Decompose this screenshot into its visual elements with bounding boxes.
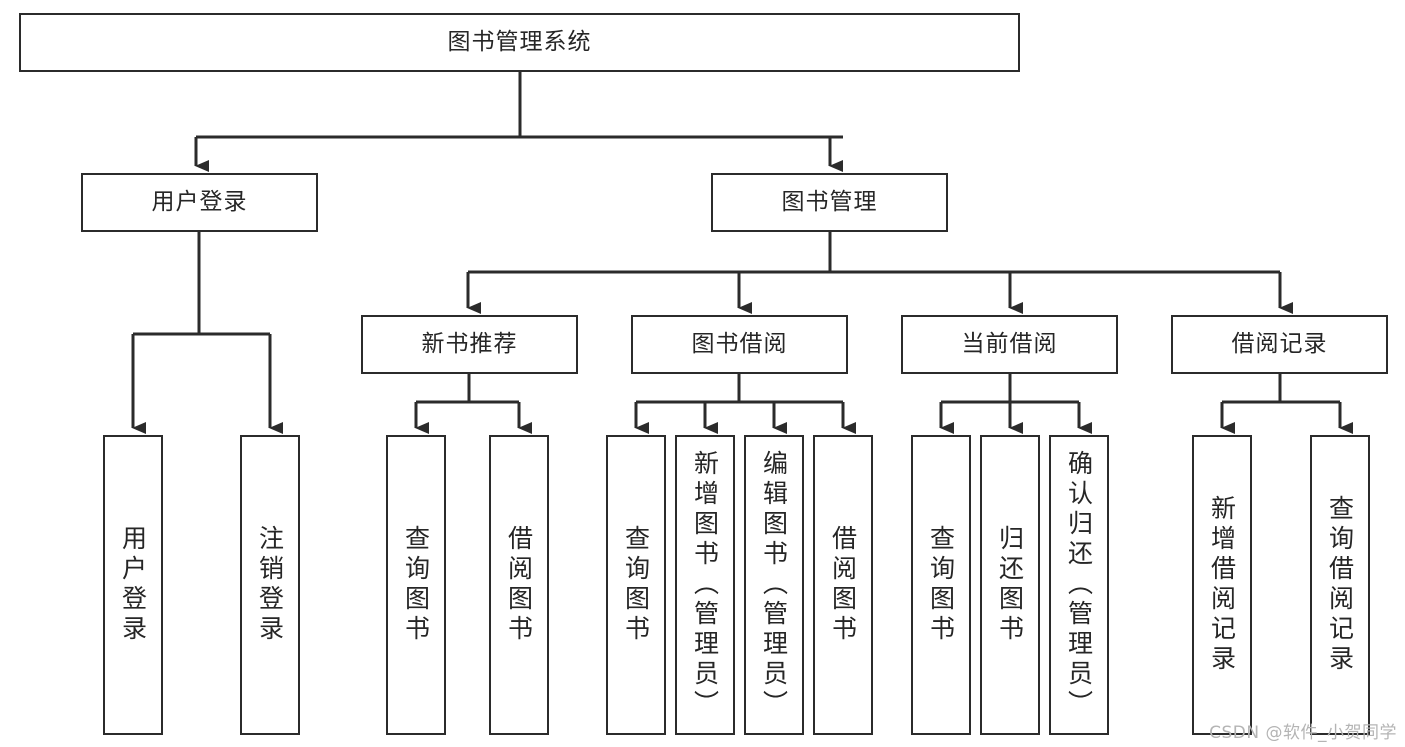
node-leaf-label: 新增图书（管理员）: [690, 450, 720, 720]
node-current-borrow[interactable]: 当前借阅: [901, 315, 1118, 374]
node-leaf-currentborrow-confirm[interactable]: 确认归还（管理员）: [1049, 435, 1109, 735]
node-user-login-label: 用户登录: [151, 189, 248, 215]
node-leaf-newbook-query[interactable]: 查询图书: [386, 435, 446, 735]
node-leaf-borrowrecord-query[interactable]: 查询借阅记录: [1310, 435, 1370, 735]
node-leaf-bookborrow-edit[interactable]: 编辑图书（管理员）: [744, 435, 804, 735]
node-leaf-label: 注销登录: [255, 525, 285, 645]
node-leaf-currentborrow-query[interactable]: 查询图书: [911, 435, 971, 735]
node-leaf-borrowrecord-add[interactable]: 新增借阅记录: [1192, 435, 1252, 735]
node-leaf-bookborrow-borrow[interactable]: 借阅图书: [813, 435, 873, 735]
node-leaf-user-login-signin[interactable]: 用户登录: [103, 435, 163, 735]
node-leaf-label: 归还图书: [995, 525, 1025, 645]
node-leaf-label: 借阅图书: [504, 525, 534, 645]
node-new-book-recommend-label: 新书推荐: [421, 331, 518, 357]
node-new-book-recommend[interactable]: 新书推荐: [361, 315, 578, 374]
node-book-manage[interactable]: 图书管理: [711, 173, 948, 232]
node-leaf-label: 编辑图书（管理员）: [759, 450, 789, 720]
node-book-manage-label: 图书管理: [781, 189, 878, 215]
node-leaf-label: 查询图书: [621, 525, 651, 645]
node-root-system-label: 图书管理系统: [447, 29, 592, 55]
node-leaf-user-login-signout[interactable]: 注销登录: [240, 435, 300, 735]
node-user-login[interactable]: 用户登录: [81, 173, 318, 232]
node-leaf-newbook-borrow[interactable]: 借阅图书: [489, 435, 549, 735]
node-current-borrow-label: 当前借阅: [961, 331, 1058, 357]
node-leaf-label: 查询图书: [926, 525, 956, 645]
node-leaf-label: 确认归还（管理员）: [1064, 450, 1094, 720]
watermark-text: CSDN @软件_小贺同学: [1209, 723, 1397, 743]
node-leaf-bookborrow-query[interactable]: 查询图书: [606, 435, 666, 735]
node-book-borrow[interactable]: 图书借阅: [631, 315, 848, 374]
node-leaf-bookborrow-add[interactable]: 新增图书（管理员）: [675, 435, 735, 735]
node-leaf-label: 用户登录: [118, 525, 148, 645]
node-leaf-label: 新增借阅记录: [1207, 495, 1237, 675]
node-borrow-record-label: 借阅记录: [1231, 331, 1328, 357]
node-leaf-label: 借阅图书: [828, 525, 858, 645]
node-leaf-label: 查询借阅记录: [1325, 495, 1355, 675]
node-book-borrow-label: 图书借阅: [691, 331, 788, 357]
node-root-system[interactable]: 图书管理系统: [19, 13, 1020, 72]
node-leaf-currentborrow-return[interactable]: 归还图书: [980, 435, 1040, 735]
node-leaf-label: 查询图书: [401, 525, 431, 645]
node-borrow-record[interactable]: 借阅记录: [1171, 315, 1388, 374]
